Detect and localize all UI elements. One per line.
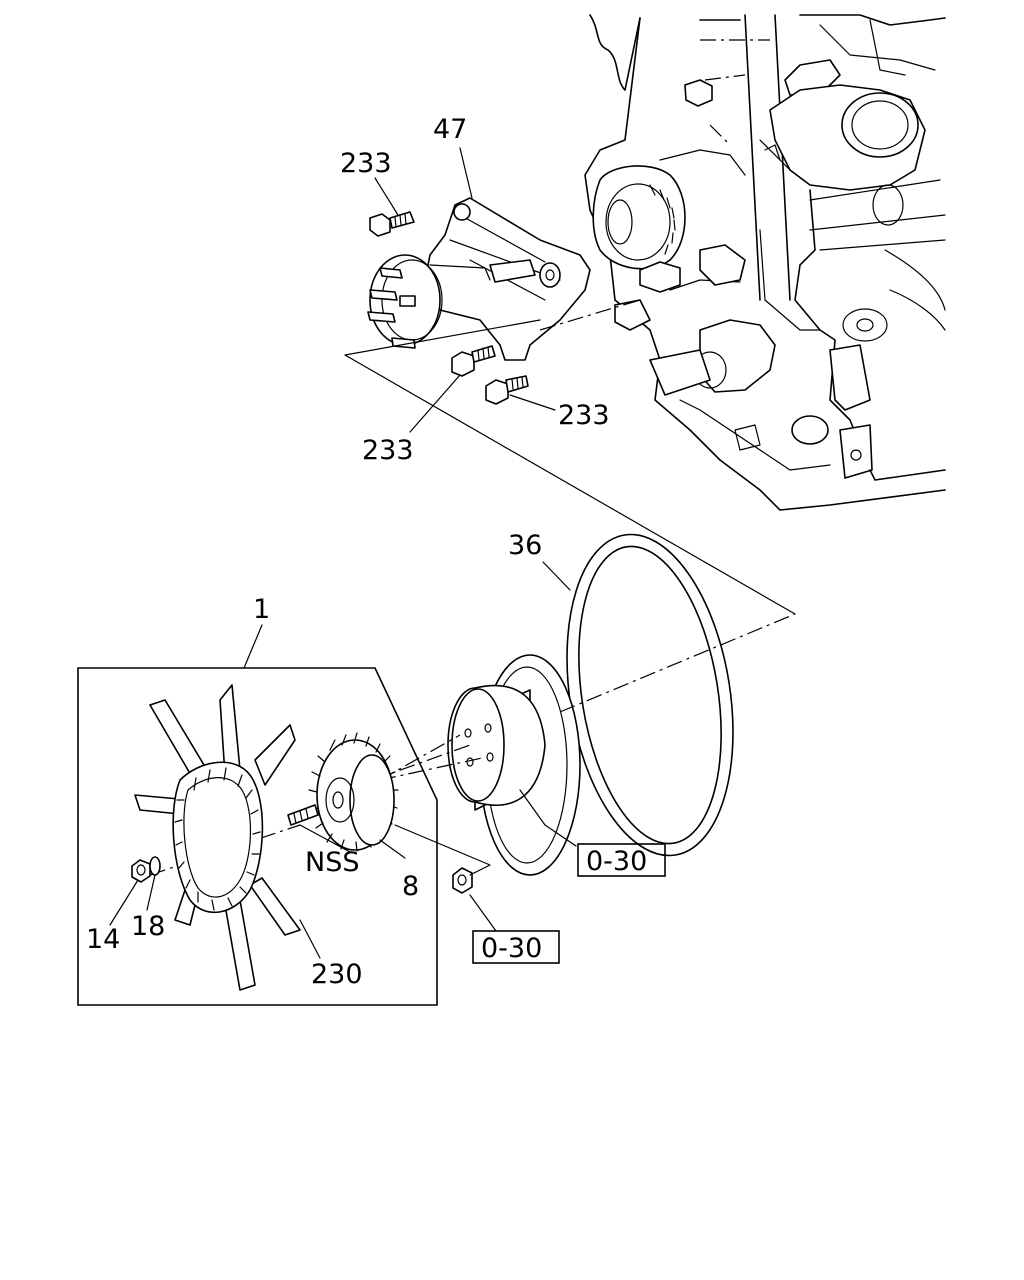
nut-reference-box <box>472 930 560 964</box>
callout-leaders <box>109 147 577 959</box>
bolt-233-lower-right <box>485 375 529 405</box>
fan-bracket <box>367 197 591 361</box>
bolt-233-lower-left <box>451 345 496 377</box>
drive-belt <box>566 533 734 857</box>
callout-8: 8 <box>402 871 419 902</box>
fan-clutch <box>308 732 399 852</box>
fan-spacer-nss <box>287 804 319 826</box>
pulley-reference-label: 0-30 <box>586 846 647 877</box>
nut-14 <box>131 859 151 883</box>
washer-18 <box>149 856 161 876</box>
pulley-reference-box <box>577 843 666 877</box>
nut-reference-label: 0-30 <box>481 933 542 964</box>
callout-36: 36 <box>508 530 542 561</box>
bolt-233-top <box>369 211 415 237</box>
fan-pulley <box>447 654 581 876</box>
callout-14: 14 <box>86 924 120 955</box>
fan-assembly-frame <box>77 667 438 1006</box>
callout-1: 1 <box>253 594 270 625</box>
callout-230: 230 <box>311 959 363 990</box>
callout-233-left: 233 <box>362 435 414 466</box>
fan-blade <box>134 684 301 991</box>
bracket-leader-lines <box>344 319 796 615</box>
callout-233-top: 233 <box>340 148 392 179</box>
callout-18: 18 <box>131 911 165 942</box>
callout-233-right: 233 <box>558 400 610 431</box>
engine-block <box>584 14 946 511</box>
nut-0-30 <box>452 867 473 894</box>
callout-nss: NSS <box>305 847 359 878</box>
callout-47: 47 <box>433 114 467 145</box>
